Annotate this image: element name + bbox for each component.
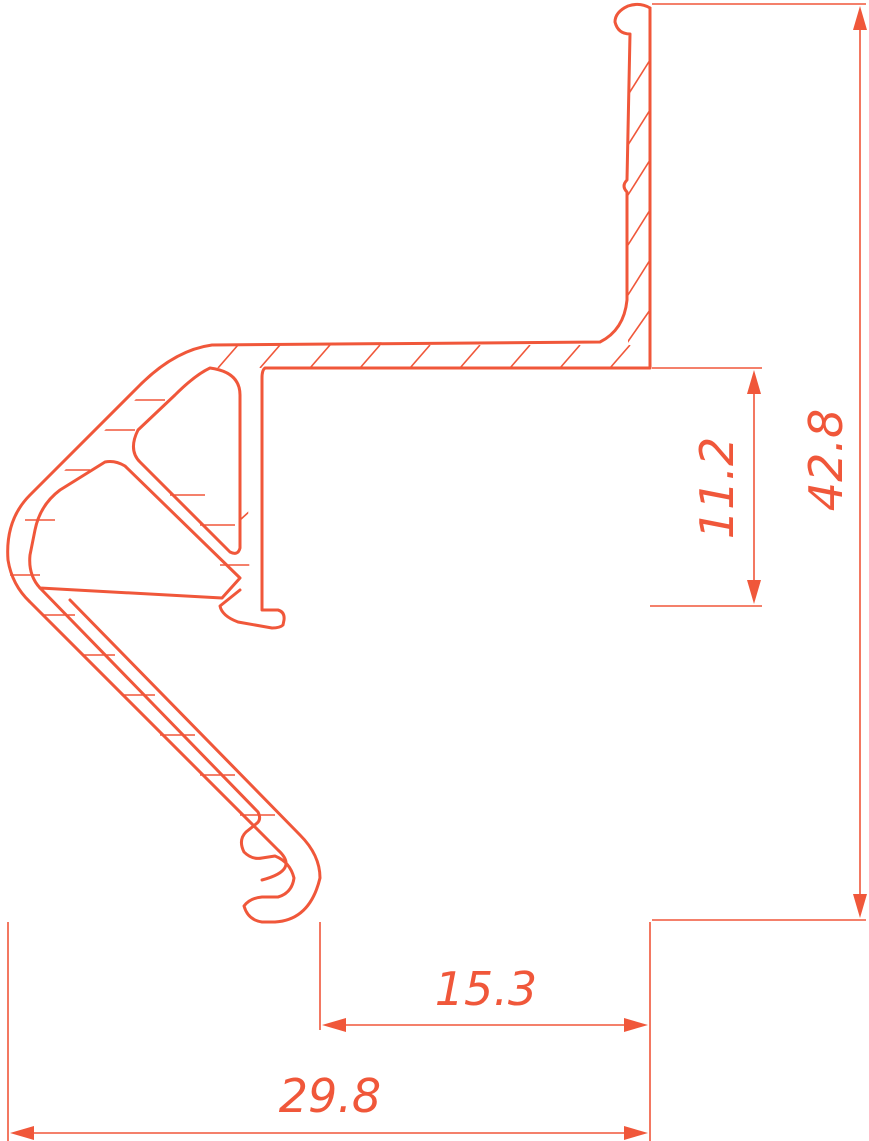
dimension-inner-height: 11.2 (650, 367, 762, 607)
inner-width-label: 15.3 (435, 962, 537, 1016)
lower-wall-outline (38, 586, 322, 924)
inner-chamber-outline (132, 366, 242, 555)
arrow-up-icon (853, 6, 867, 30)
top-hook-outline (6, 2, 652, 882)
vertical-leg-outline (218, 6, 652, 630)
overall-width-label: 29.8 (279, 1069, 381, 1123)
arrow-up-icon (747, 370, 761, 394)
arrow-down-icon (747, 580, 761, 604)
dimension-overall-height: 42.8 (652, 3, 867, 921)
arrow-left-icon (322, 1018, 346, 1032)
arrow-right-icon (624, 1126, 648, 1140)
overall-height-label: 42.8 (799, 409, 853, 511)
dimension-overall-width: 29.8 (7, 922, 648, 1141)
profile-outline (6, 2, 652, 924)
dimension-inner-width: 15.3 (319, 922, 651, 1141)
arrow-right-icon (624, 1018, 648, 1032)
arrow-down-icon (853, 894, 867, 918)
inner-height-label: 11.2 (690, 437, 744, 539)
arrow-left-icon (10, 1126, 34, 1140)
section-hatching (10, 59, 650, 816)
